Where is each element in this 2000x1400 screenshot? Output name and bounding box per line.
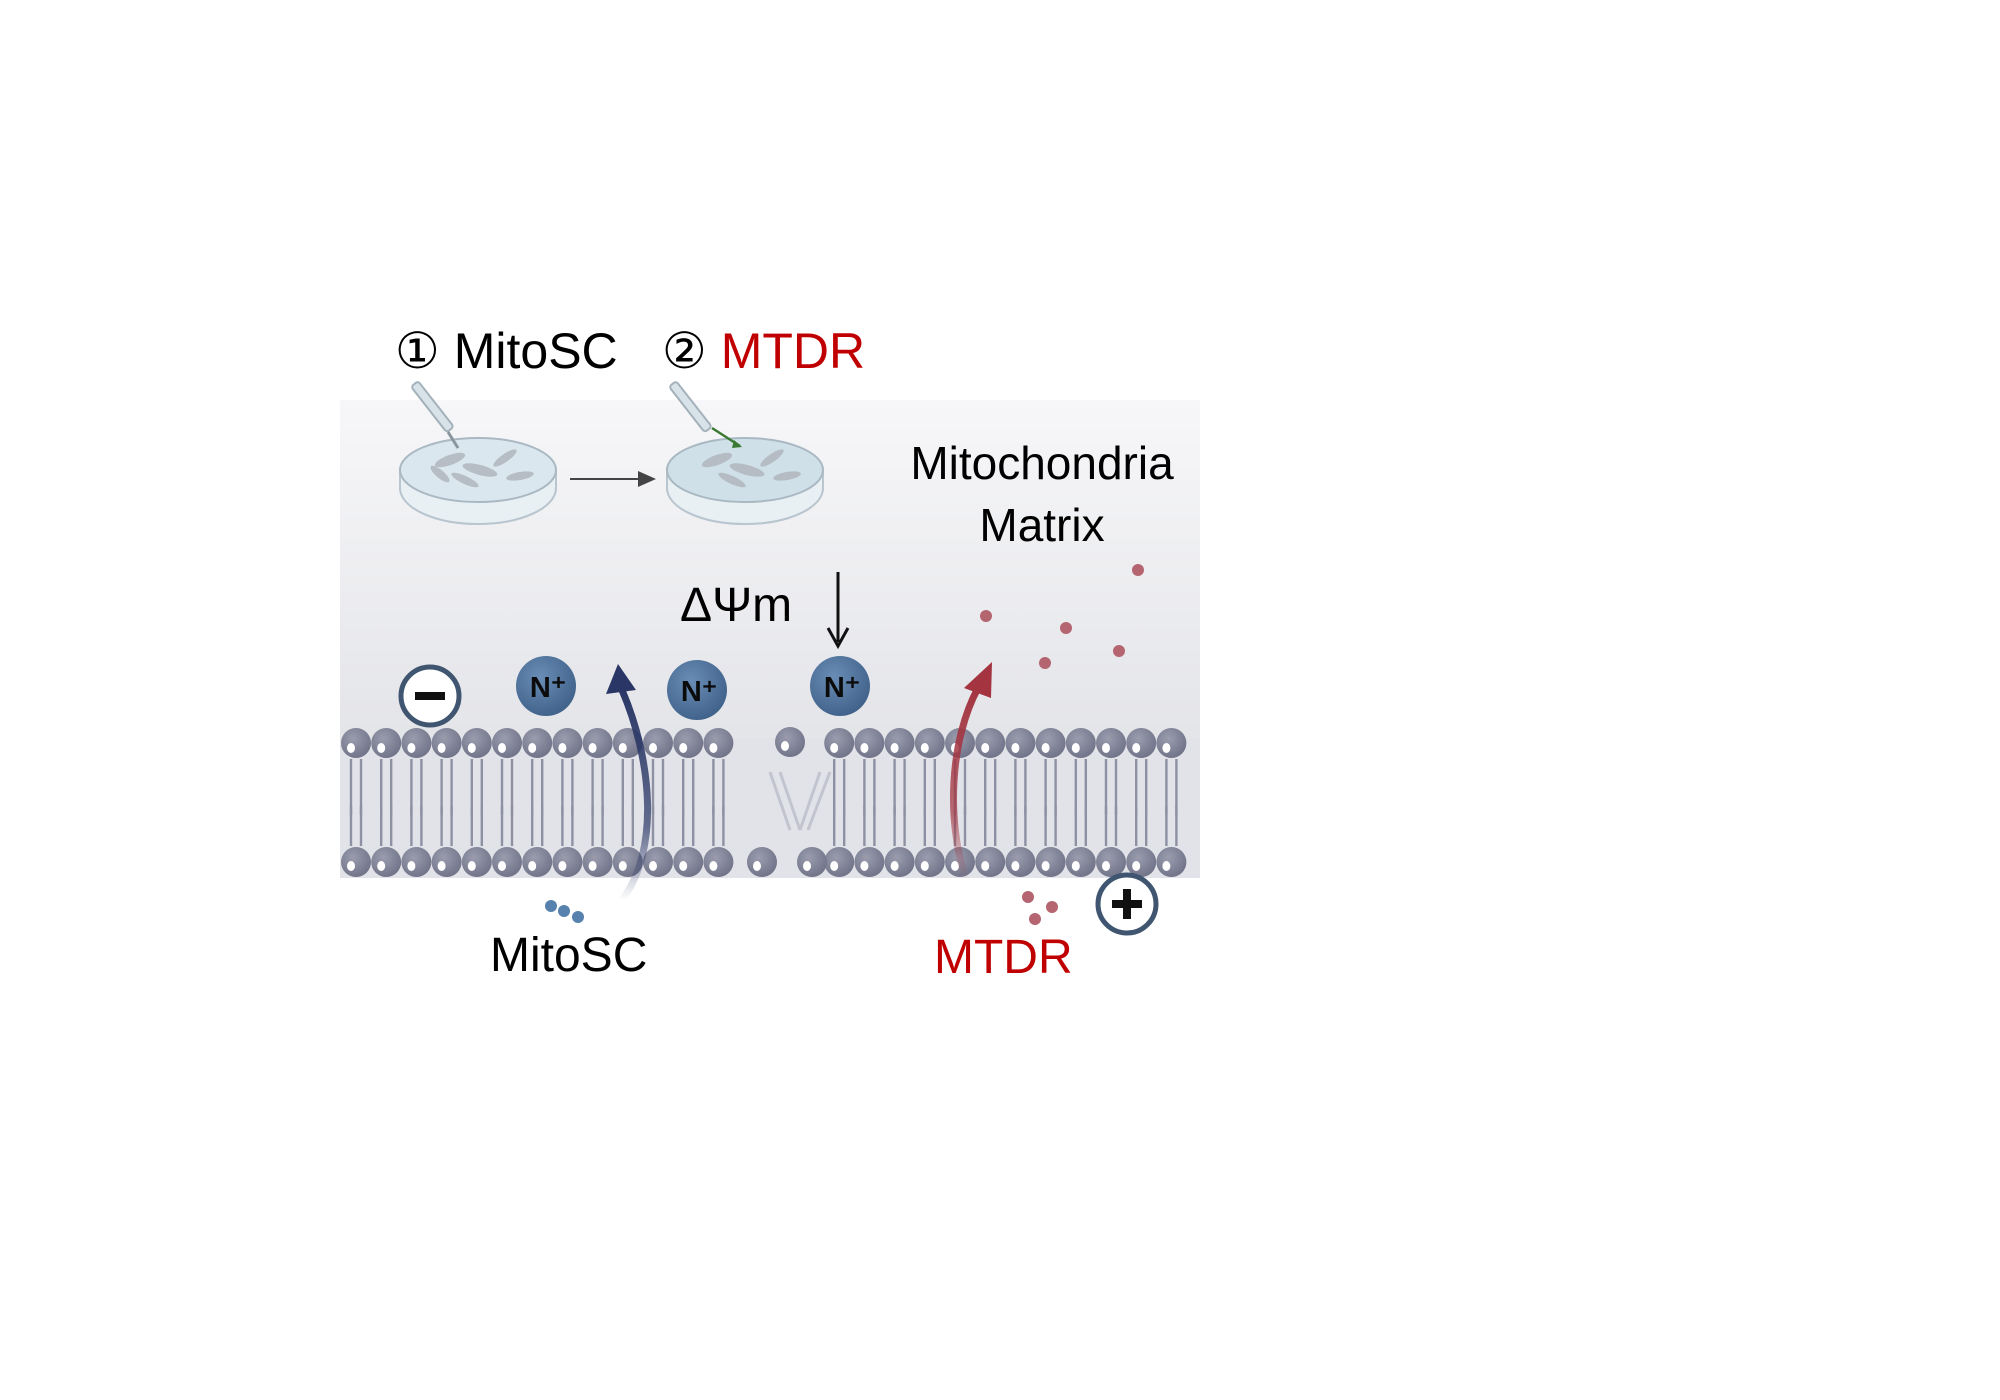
step-1-text: MitoSC: [453, 323, 618, 379]
potential-arrowhead: [826, 627, 850, 650]
svg-text:N⁺: N⁺: [824, 672, 860, 704]
step-2-number: ②: [662, 322, 707, 380]
step-1-label: ① MitoSC: [395, 326, 618, 376]
matrix-label-line-2: Matrix: [979, 499, 1105, 551]
mtdr-label: MTDR: [934, 931, 1073, 984]
mtdr-dots-matrix: [980, 564, 1144, 669]
mtdr-uptake-arrow: [950, 686, 982, 882]
petri-dish-2: [666, 381, 824, 525]
petri-dish-1: [399, 381, 557, 525]
mitosc-label: MitoSC: [490, 929, 648, 982]
step-2-text: MTDR: [720, 323, 866, 379]
mitosc-dots: [545, 900, 584, 923]
matrix-label-line-1: Mitochondria: [910, 437, 1174, 489]
mtdr-dots-outside: [1022, 891, 1058, 925]
step-1-number: ①: [395, 322, 440, 380]
mitosc-arrowhead: [606, 664, 636, 694]
ion-n-plus: N⁺: [810, 656, 870, 716]
step-2-label: ② MTDR: [662, 326, 865, 376]
potential-label: ΔΨm: [680, 579, 793, 632]
ion-n-plus: N⁺: [667, 660, 727, 720]
matrix-label: Mitochondria Matrix: [892, 432, 1192, 556]
negative-charge-icon: [398, 664, 462, 728]
mtdr-arrowhead: [964, 662, 992, 698]
svg-text:N⁺: N⁺: [530, 672, 566, 704]
lipid-bilayer: [341, 727, 1187, 877]
mitosc-uptake-arrow: [618, 688, 651, 903]
svg-text:N⁺: N⁺: [681, 676, 717, 708]
ion-n-plus: N⁺: [516, 656, 576, 716]
positive-charge-icon: [1095, 872, 1159, 936]
